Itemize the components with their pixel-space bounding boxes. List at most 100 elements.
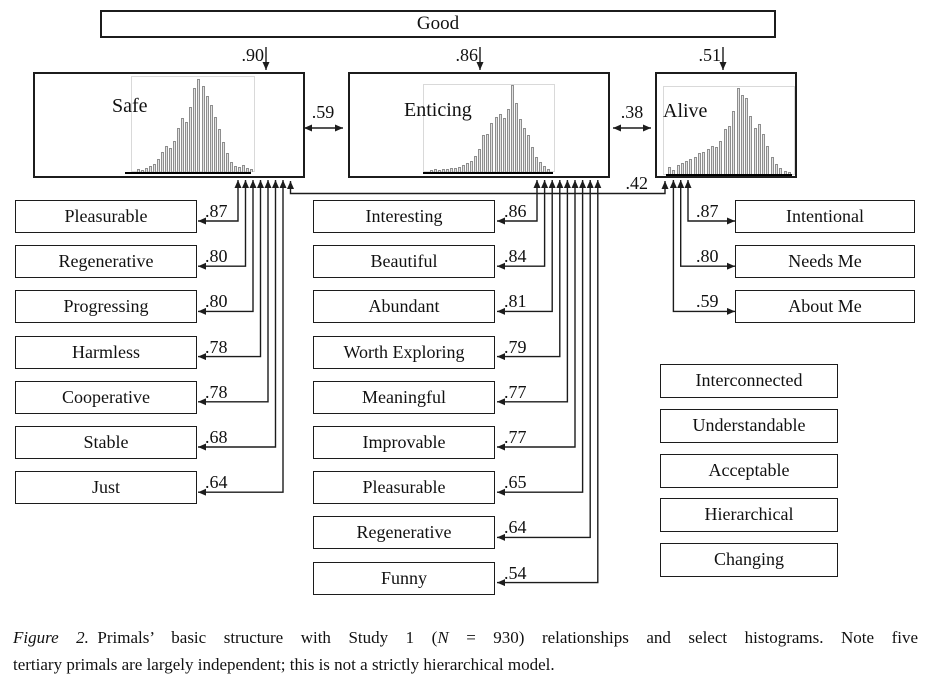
indicator-label-alive-needs-me: Needs Me xyxy=(788,251,862,272)
alive-histogram-bar xyxy=(779,167,783,174)
alive-histogram-bar xyxy=(719,141,723,174)
indicator-box-alive-intentional: Intentional xyxy=(735,200,915,233)
indicator-box-safe-harmless: Harmless xyxy=(15,335,197,369)
safe-histogram-bar xyxy=(173,141,177,172)
enticing-histogram-bar xyxy=(462,165,466,172)
enticing-histogram-bar xyxy=(526,134,530,172)
alive-histogram-bar xyxy=(680,162,684,174)
safe-histogram-bar xyxy=(201,85,205,172)
loading-good-enticing: .86 xyxy=(455,45,479,65)
enticing-histogram-bar xyxy=(538,162,542,172)
indicator-label-enticing-funny: Funny xyxy=(380,567,427,588)
alive-histogram-bar xyxy=(732,111,736,174)
enticing-histogram-bar xyxy=(486,133,490,172)
alive-histogram-bar xyxy=(685,161,689,174)
tertiary-box-understandable: Understandable xyxy=(660,408,838,443)
enticing-histogram-bar xyxy=(498,113,502,172)
indicator-box-enticing-interesting: Interesting xyxy=(313,200,495,233)
alive-histogram-bar xyxy=(770,156,774,174)
indicator-box-safe-regenerative: Regenerative xyxy=(15,245,197,279)
enticing-histogram-bar xyxy=(518,118,522,172)
safe-histogram-bar xyxy=(193,88,197,172)
safe-histogram-bar xyxy=(161,151,165,172)
indicator-box-enticing-meaningful: Meaningful xyxy=(313,380,495,414)
safe-histogram-bar xyxy=(225,153,229,172)
tertiary-box-changing: Changing xyxy=(660,543,838,578)
safe-histogram-bar xyxy=(197,79,201,172)
indicator-box-safe-progressing: Progressing xyxy=(15,290,197,324)
alive-histogram-bar xyxy=(672,169,676,174)
enticing-histogram-bar xyxy=(546,168,550,172)
alive-histogram-bar xyxy=(723,129,727,174)
enticing-histogram-bar xyxy=(450,167,454,172)
loading-good-alive: .51 xyxy=(698,45,722,65)
alive-histogram-bar xyxy=(693,156,697,174)
safe-histogram-bar xyxy=(213,117,217,172)
alive-histogram-bar xyxy=(727,125,731,174)
factor-box-safe xyxy=(33,72,305,178)
enticing-histogram-axis xyxy=(423,171,553,174)
caption-line-1: Figure 2. Primals’ basic structure with … xyxy=(13,624,918,651)
tertiary-label-changing: Changing xyxy=(714,549,784,570)
alive-histogram-bar xyxy=(775,163,779,174)
tertiary-box-hierarchical: Hierarchical xyxy=(660,498,838,533)
alive-histogram-bar xyxy=(740,94,744,174)
enticing-histogram-bar xyxy=(494,117,498,172)
safe-histogram-bar xyxy=(249,169,253,172)
tertiary-box-acceptable: Acceptable xyxy=(660,453,838,488)
caption-line-2: tertiary primals are largely independent… xyxy=(13,655,555,674)
factor-box-alive xyxy=(655,72,797,178)
indicator-label-safe-harmless: Harmless xyxy=(72,341,140,362)
safe-histogram-bar xyxy=(245,168,249,172)
indicator-box-safe-cooperative: Cooperative xyxy=(15,380,197,414)
loading-enticing-meaningful: .77 xyxy=(504,381,527,402)
alive-histogram-bar xyxy=(710,145,714,174)
safe-histogram-bar xyxy=(169,147,173,172)
alive-histogram-bar xyxy=(753,128,757,174)
safe-histogram-bar xyxy=(157,158,161,172)
alive-histogram-bar xyxy=(706,149,710,174)
loading-safe-regenerative: .80 xyxy=(205,246,228,267)
factor-label-safe: Safe xyxy=(112,95,148,117)
alive-histogram-bar xyxy=(715,147,719,174)
alive-histogram-bar xyxy=(745,98,749,174)
indicator-label-safe-cooperative: Cooperative xyxy=(62,386,150,407)
enticing-histogram-bar xyxy=(466,163,470,172)
safe-histogram-bar xyxy=(165,145,169,172)
loading-safe-pleasurable: .87 xyxy=(205,201,228,221)
indicator-box-enticing-pleasurable: Pleasurable xyxy=(313,471,495,505)
indicator-label-safe-regenerative: Regenerative xyxy=(58,251,154,272)
enticing-histogram-bar xyxy=(454,167,458,172)
safe-histogram-bar xyxy=(237,167,241,172)
enticing-histogram-bar xyxy=(446,168,450,172)
caption-text-part: = 930) relationships and select histogra… xyxy=(448,628,919,647)
indicator-box-safe-pleasurable: Pleasurable xyxy=(15,200,197,233)
tertiary-label-acceptable: Acceptable xyxy=(708,459,790,480)
loading-enticing-abundant: .81 xyxy=(504,291,527,312)
indicator-label-enticing-improvable: Improvable xyxy=(362,432,446,452)
indicator-box-enticing-improvable: Improvable xyxy=(313,426,495,459)
enticing-histogram-bar xyxy=(482,135,486,172)
indicator-label-enticing-beautiful: Beautiful xyxy=(370,251,438,272)
indicator-box-safe-just: Just xyxy=(15,471,197,505)
loading-alive-needs-me: .80 xyxy=(696,246,719,267)
indicator-label-safe-pleasurable: Pleasurable xyxy=(64,206,148,226)
safe-histogram-bar xyxy=(209,105,213,172)
correlation-enticing-alive-label: .38 xyxy=(620,102,644,122)
indicator-box-enticing-funny: Funny xyxy=(313,561,495,595)
loading-alive-intentional: .87 xyxy=(696,201,719,221)
tertiary-label-hierarchical: Hierarchical xyxy=(704,504,794,525)
factor-label-alive: Alive xyxy=(663,100,708,122)
enticing-histogram-bar xyxy=(502,118,506,172)
enticing-histogram-bar xyxy=(542,165,546,172)
safe-histogram-bar xyxy=(205,95,209,172)
enticing-histogram-bar xyxy=(534,157,538,172)
safe-histogram-bar xyxy=(189,106,193,172)
indicator-label-enticing-interesting: Interesting xyxy=(365,206,443,226)
enticing-histogram-bar xyxy=(458,166,462,172)
safe-histogram-bar xyxy=(233,166,237,172)
alive-histogram-bar xyxy=(787,172,791,174)
indicator-label-safe-just: Just xyxy=(91,477,120,498)
correlation-safe-alive-label: .42 xyxy=(625,173,649,193)
indicator-label-safe-progressing: Progressing xyxy=(63,296,149,317)
